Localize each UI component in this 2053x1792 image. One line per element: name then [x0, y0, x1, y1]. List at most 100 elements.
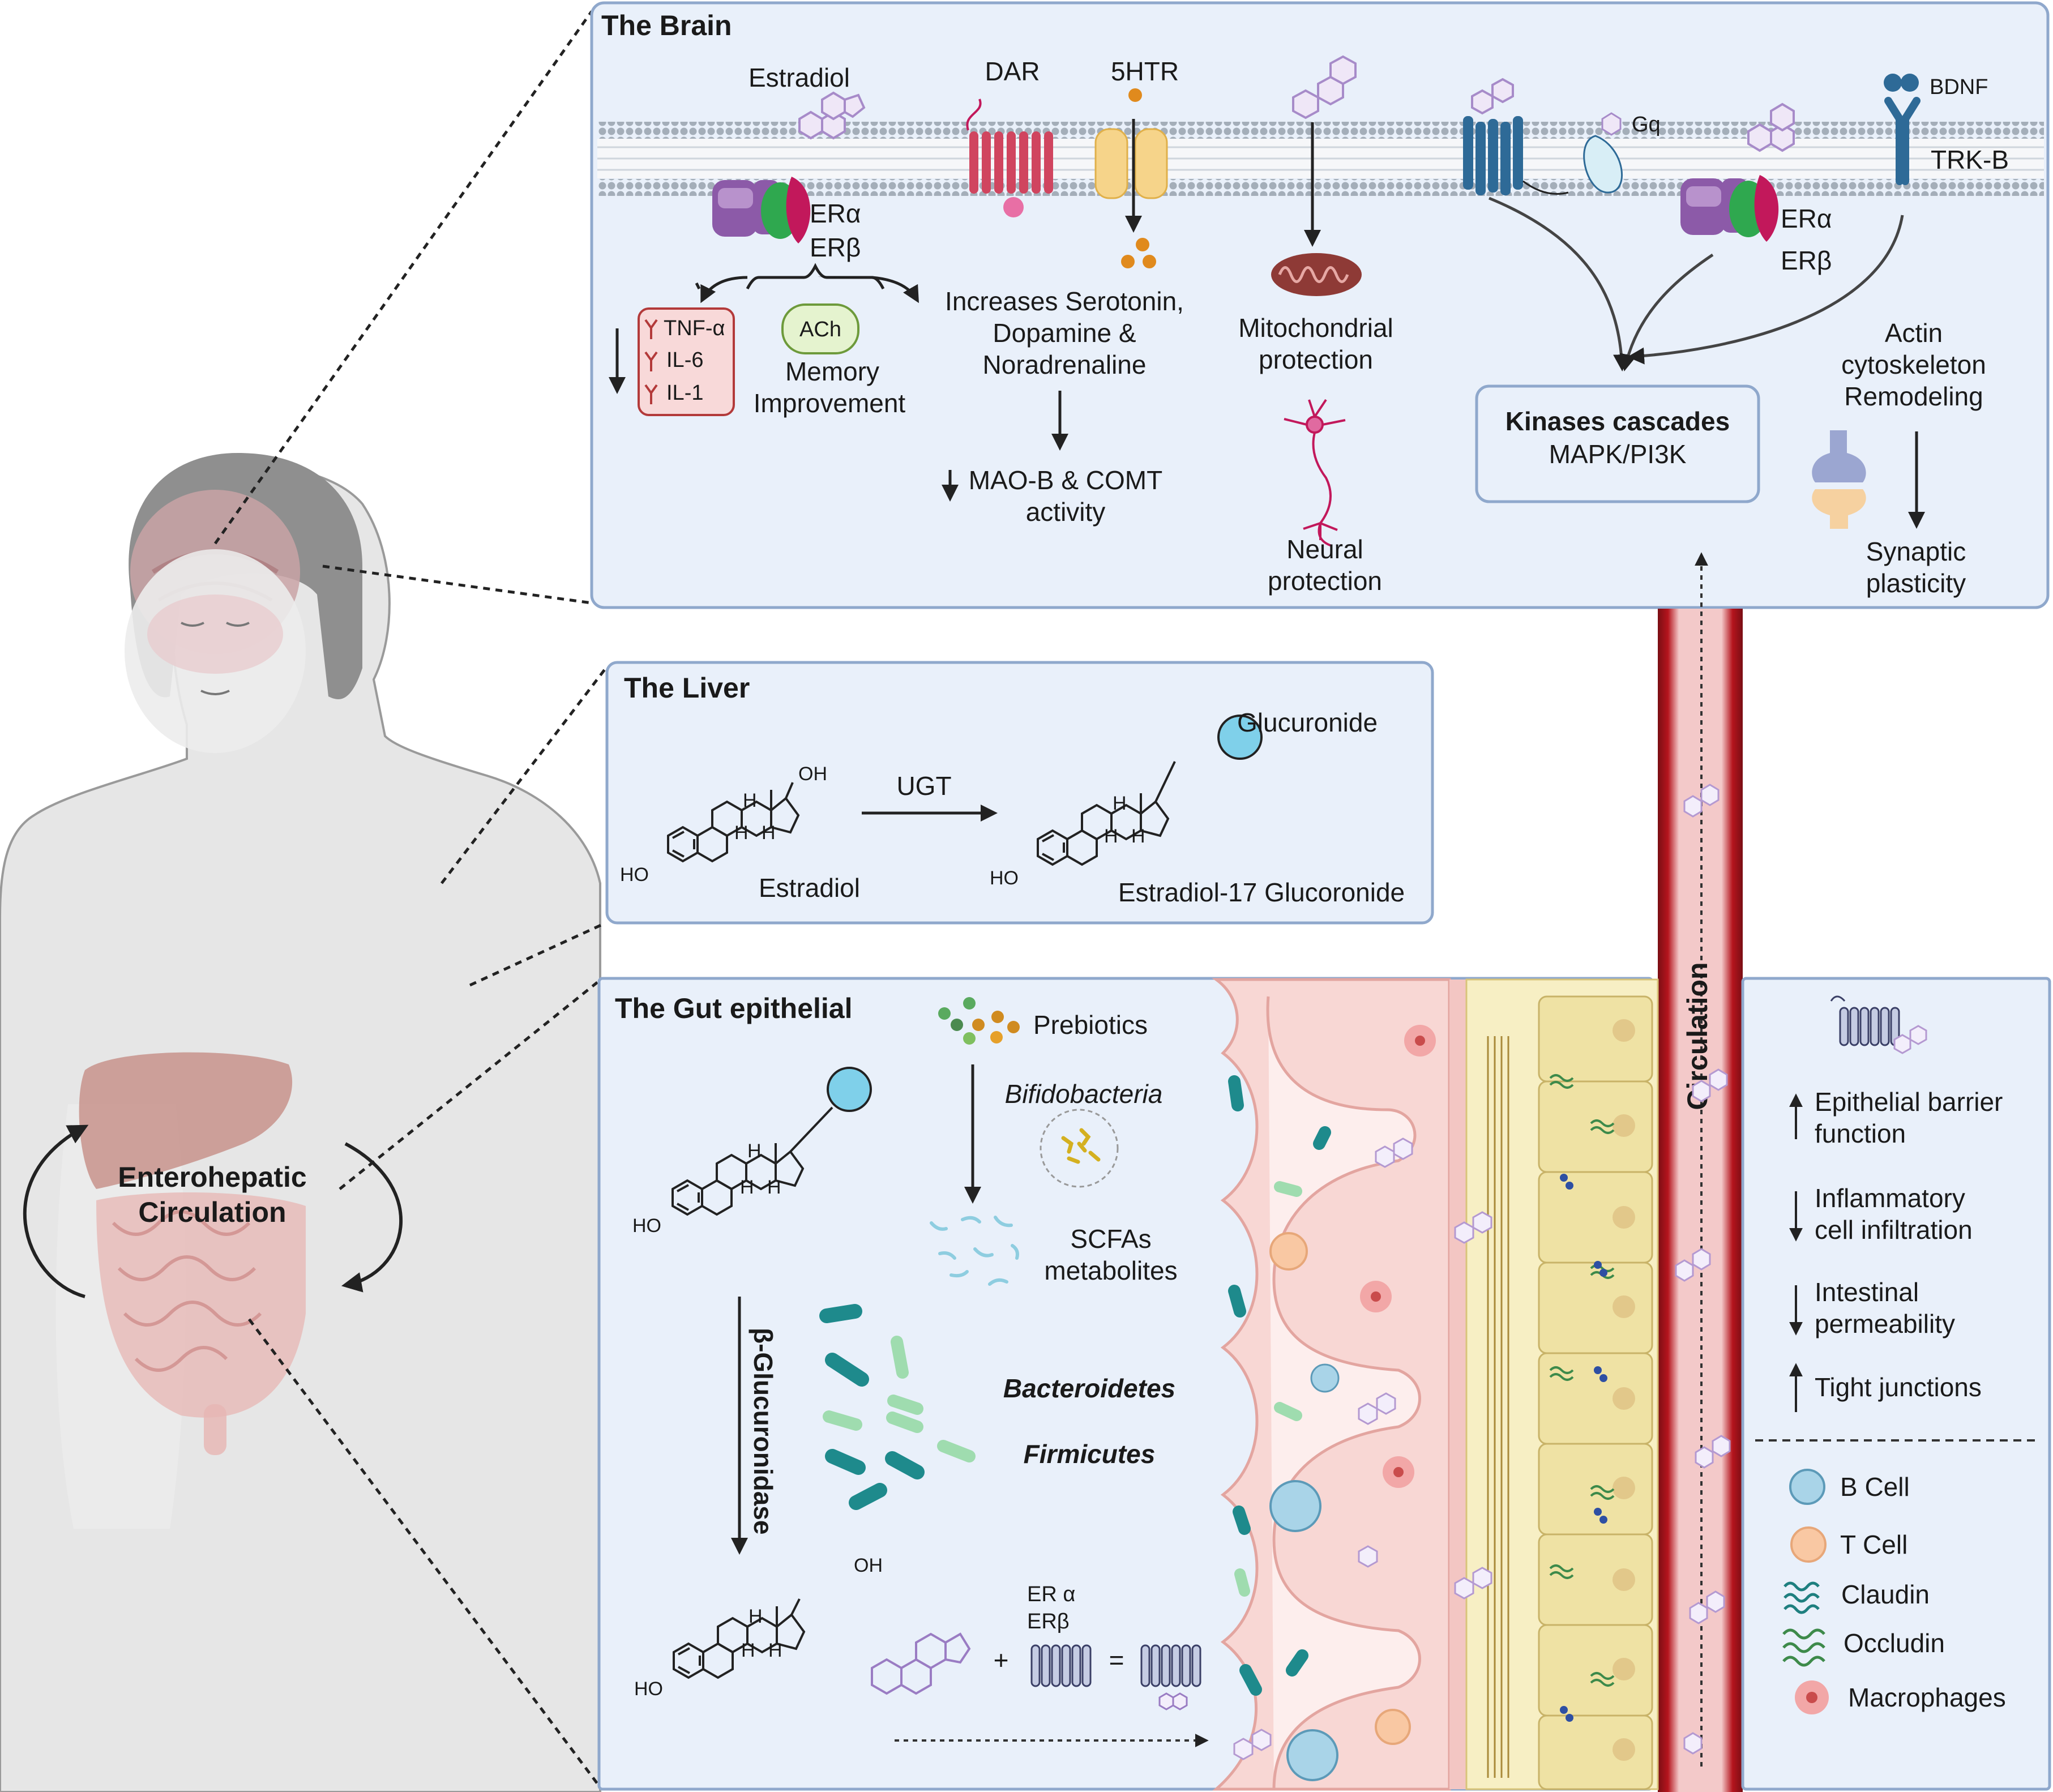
serotonin-receptor-icon: [1094, 128, 1168, 199]
prebiotics-icon: [938, 997, 1020, 1045]
ach-label: ACh: [799, 318, 841, 341]
estrogen-receptor-icon-2: [1680, 175, 1779, 242]
immune-cells: [1269, 1025, 1436, 1781]
estradiol-structure: [667, 782, 800, 863]
enterocyte-nuclei: [1613, 1019, 1635, 1761]
dopamine-receptor-icon: [966, 99, 1053, 217]
estradiol-molecule-icon-3: [1471, 78, 1514, 115]
ugt-label: UGT: [896, 771, 951, 801]
cytokine-box: [638, 307, 735, 416]
5htr-label: 5HTR: [1111, 57, 1179, 86]
estrogen-in-blood: [1675, 784, 1731, 1755]
legend-macrophages: Macrophages: [1848, 1683, 2006, 1712]
prebiotics-label: Prebiotics: [1033, 1010, 1148, 1040]
er-a-label: ER α: [1027, 1583, 1075, 1606]
tnf-alpha-label: TNF-α: [664, 317, 725, 340]
gut-panel: The Gut epithelial Prebiotics Bifidobact…: [597, 977, 1659, 1791]
scfa-label-2: metabolites: [1044, 1256, 1177, 1285]
h-label-8: H: [740, 1177, 754, 1198]
claudin-icon: [1783, 1581, 1820, 1614]
gut-bacteria-in-lumen: [1228, 1075, 1331, 1696]
estrogen-molecule-icon: [871, 1632, 971, 1695]
liver-panel: The Liver OH HO H H H Estradiol UGT: [605, 661, 1434, 925]
h-label-5: H: [1104, 826, 1118, 847]
glucuronide-group-icon-2: [827, 1067, 872, 1112]
kinases-box: [1475, 384, 1760, 503]
er-receptor-icon-effects: [1830, 995, 1927, 1054]
liver-organ: [79, 1052, 293, 1189]
legend-claudin: Claudin: [1841, 1580, 1930, 1609]
h-label-7: H: [747, 1140, 762, 1162]
er-alpha-label-2: ERα: [1781, 204, 1832, 233]
plus-sign: +: [994, 1645, 1009, 1675]
neuron-icon: [1284, 399, 1346, 547]
bdnf-label: BDNF: [1930, 75, 1988, 99]
antibody-icon: [644, 319, 658, 404]
tight-junctions-label: Tight junctions: [1815, 1372, 1982, 1402]
trkb-receptor-icon: [1884, 97, 1921, 185]
il6-label: IL-6: [666, 348, 703, 372]
er-b-label: ERβ: [1027, 1610, 1070, 1633]
human-body-illustration: Enterohepatic Circulation: [0, 453, 601, 1792]
zoom-connector-lines: [213, 10, 607, 1785]
brain-panel-title: The Brain: [601, 10, 732, 41]
product-label: Estradiol-17 Glucoronide: [1118, 878, 1405, 907]
perm-label-2: permeability: [1815, 1309, 1955, 1338]
enterocytes: [1538, 995, 1653, 1790]
h-label-9: H: [767, 1177, 781, 1198]
h-label-10: H: [749, 1606, 763, 1627]
gut-panel-title: The Gut epithelial: [615, 993, 852, 1024]
estradiol-label: Estradiol: [749, 63, 850, 92]
occludin-icon: [1782, 1628, 1825, 1667]
scfa-label-1: SCFAs: [1070, 1224, 1151, 1254]
bifidobacteria-icon: [1040, 1109, 1119, 1188]
estradiol-molecule-icon-4: [1747, 102, 1795, 152]
bdnf-icon: [1884, 74, 1919, 92]
inflam-label-2: cell infiltration: [1815, 1215, 1973, 1244]
actin-label-2: cytoskeleton: [1841, 350, 1986, 379]
synaptic-label-1: Synaptic: [1866, 537, 1966, 566]
memory-label-1: Memory: [785, 357, 879, 386]
er-receptor-dots: [1560, 1174, 1607, 1722]
liver-panel-title: The Liver: [624, 672, 750, 704]
blood-vessel: Circulation: [1658, 552, 1743, 1792]
glucuronidase-label: β-Glucuronidase: [749, 1328, 778, 1534]
estradiol-glucuronide-structure-2: [671, 1106, 833, 1216]
glucuronide-label: Glucuronide: [1237, 708, 1378, 737]
actin-label-3: Remodeling: [1844, 382, 1983, 411]
estrogen-in-tissue: [1233, 1137, 1492, 1760]
mito-label-1: Mitochondrial: [1238, 313, 1393, 343]
ho-label: HO: [620, 864, 649, 886]
mito-label-2: protection: [1259, 345, 1373, 374]
er-beta-label: ERβ: [810, 233, 861, 262]
enterohepatic-label-1: Enterohepatic: [118, 1161, 306, 1193]
trkb-label: TRK-B: [1931, 145, 2009, 174]
estradiol-molecule-icon-2: [1292, 55, 1357, 119]
equals-sign: =: [1109, 1645, 1124, 1675]
actin-label-1: Actin: [1885, 318, 1943, 348]
estrogen-receptor-icon: [712, 177, 811, 243]
increases-label-2: Dopamine &: [993, 318, 1136, 348]
h-label-1: H: [743, 790, 757, 811]
h-label-3: H: [762, 822, 776, 844]
legend: B Cell T Cell Claudin Occludin Macrophag…: [1782, 1469, 2006, 1714]
t-cell-icon: [1790, 1526, 1827, 1563]
kinases-title: Kinases cascades: [1505, 407, 1730, 436]
gq-protein-icon: [1583, 112, 1623, 194]
oh-label: OH: [798, 763, 827, 785]
er-receptor-icon: [1030, 1644, 1092, 1687]
microvilli-brush-border: [1487, 1036, 1509, 1778]
estradiol-glucuronide-structure: [1037, 761, 1176, 866]
firmicutes-label: Firmicutes: [1024, 1439, 1156, 1469]
glucuronide-group-icon: [1217, 715, 1263, 760]
er-alpha-label: ERα: [810, 199, 861, 228]
legend-occludin: Occludin: [1844, 1628, 1945, 1658]
maob-label-2: activity: [1026, 497, 1106, 527]
neural-label-2: protection: [1268, 566, 1382, 596]
gper-receptor-icon: [1463, 116, 1569, 195]
h-label-2: H: [734, 822, 749, 844]
inflam-label-1: Inflammatory: [1815, 1183, 1965, 1213]
er-beta-label-2: ERβ: [1781, 246, 1832, 275]
intestinal-villi-tissue: [1212, 978, 1659, 1791]
